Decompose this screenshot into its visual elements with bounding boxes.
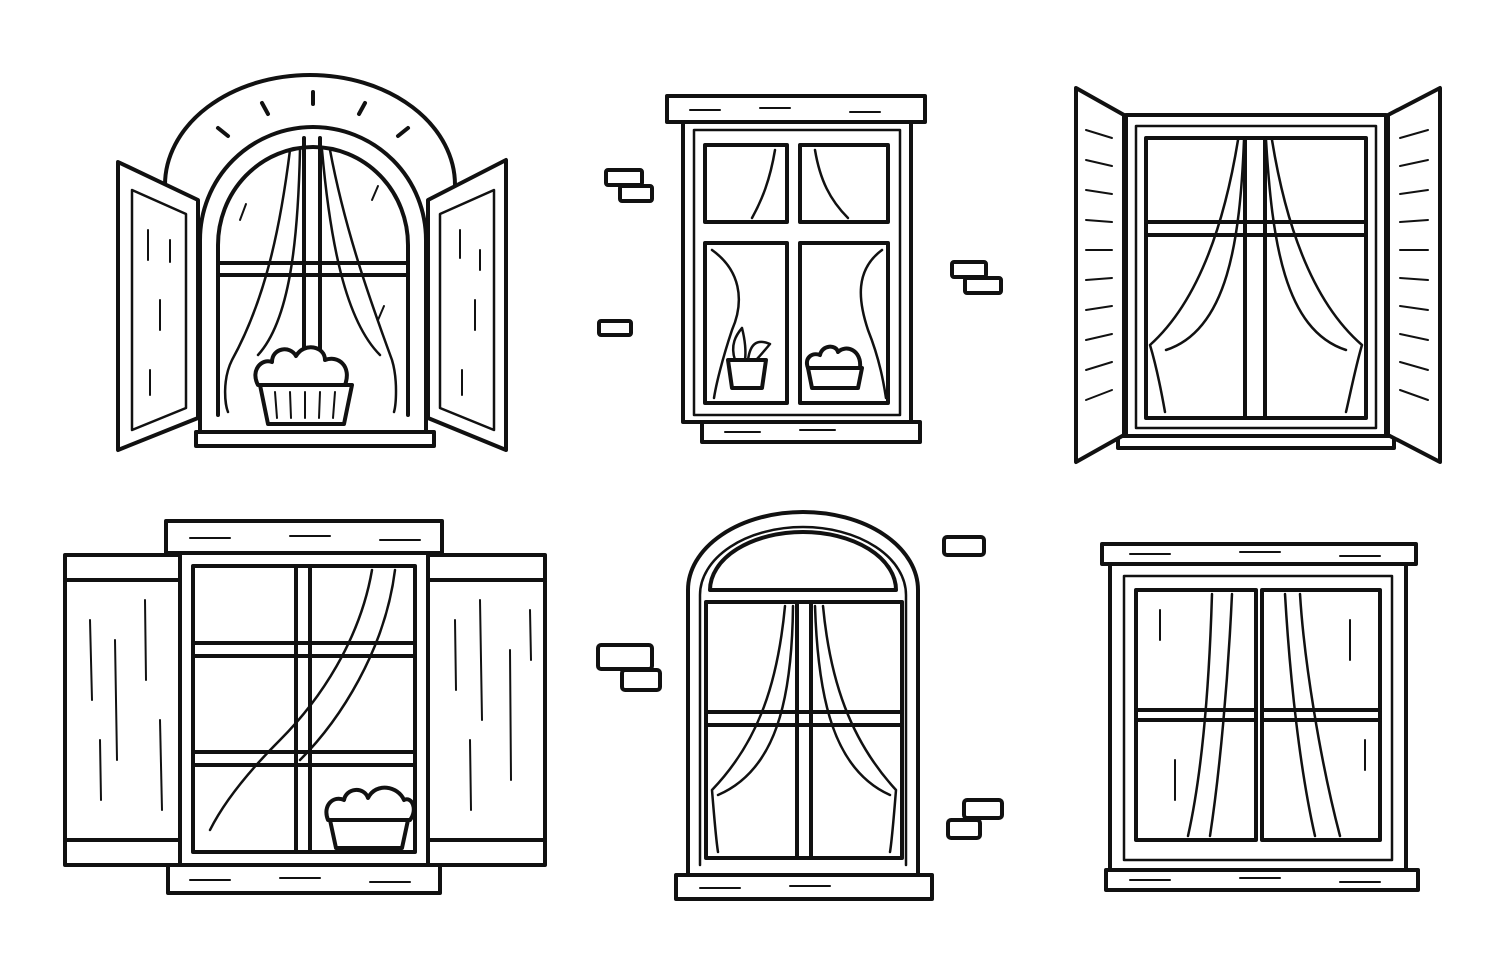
plank-shutter-right xyxy=(425,553,547,867)
shutter-right xyxy=(426,158,508,452)
curtain-left xyxy=(223,148,292,414)
plank-shutter-left xyxy=(63,553,185,867)
wall-brick xyxy=(942,535,986,557)
curtain-left xyxy=(1148,138,1240,414)
pane-top-right xyxy=(798,143,890,224)
sheer-curtain-right xyxy=(1298,592,1342,838)
pane-left xyxy=(1134,588,1258,842)
arched-frame-inner xyxy=(216,145,410,417)
frame-outer xyxy=(681,120,913,424)
curtain-left xyxy=(710,604,787,854)
framed-four-pane-window xyxy=(1100,542,1420,892)
window-sill xyxy=(700,420,922,444)
glass-area xyxy=(704,600,904,860)
pane-top-left xyxy=(703,143,789,224)
arch-transom xyxy=(708,530,898,592)
plant-pot-left xyxy=(726,358,768,390)
sheer-curtain-left xyxy=(1186,592,1214,838)
six-pane-window-with-plank-shutters xyxy=(63,519,547,895)
shutter-left xyxy=(116,160,200,452)
flower-bush xyxy=(253,345,349,387)
flower-basket xyxy=(328,818,410,850)
arched-window-with-shutters xyxy=(116,73,508,452)
pane-bottom-right xyxy=(798,241,890,405)
window-sill xyxy=(1104,868,1420,892)
plant-leaves xyxy=(731,326,747,362)
curtain-right xyxy=(328,148,398,414)
four-pane-window-with-plants xyxy=(597,94,1003,444)
curtain xyxy=(208,568,374,832)
wall-brick xyxy=(604,168,644,187)
pane-bottom-left xyxy=(703,241,789,405)
glass-area xyxy=(1144,136,1368,420)
brick-arch-outer xyxy=(163,73,457,187)
curtain-right xyxy=(1270,138,1364,414)
pane-right xyxy=(1260,588,1382,842)
arch-brick-marks xyxy=(216,90,410,138)
slatted-shutter-right xyxy=(1386,86,1442,464)
curtain-right xyxy=(821,604,898,854)
arched-frame-outer xyxy=(198,125,428,437)
frame-outer xyxy=(686,510,920,877)
arched-top-window-with-curtains xyxy=(596,510,1004,901)
frame-outer xyxy=(1124,113,1388,441)
flower-basket-right xyxy=(806,366,864,390)
glass-glints xyxy=(239,185,385,321)
square-window-with-slatted-shutters xyxy=(1074,86,1442,464)
slatted-shutter-left xyxy=(1074,86,1126,464)
window-sill xyxy=(194,430,436,448)
